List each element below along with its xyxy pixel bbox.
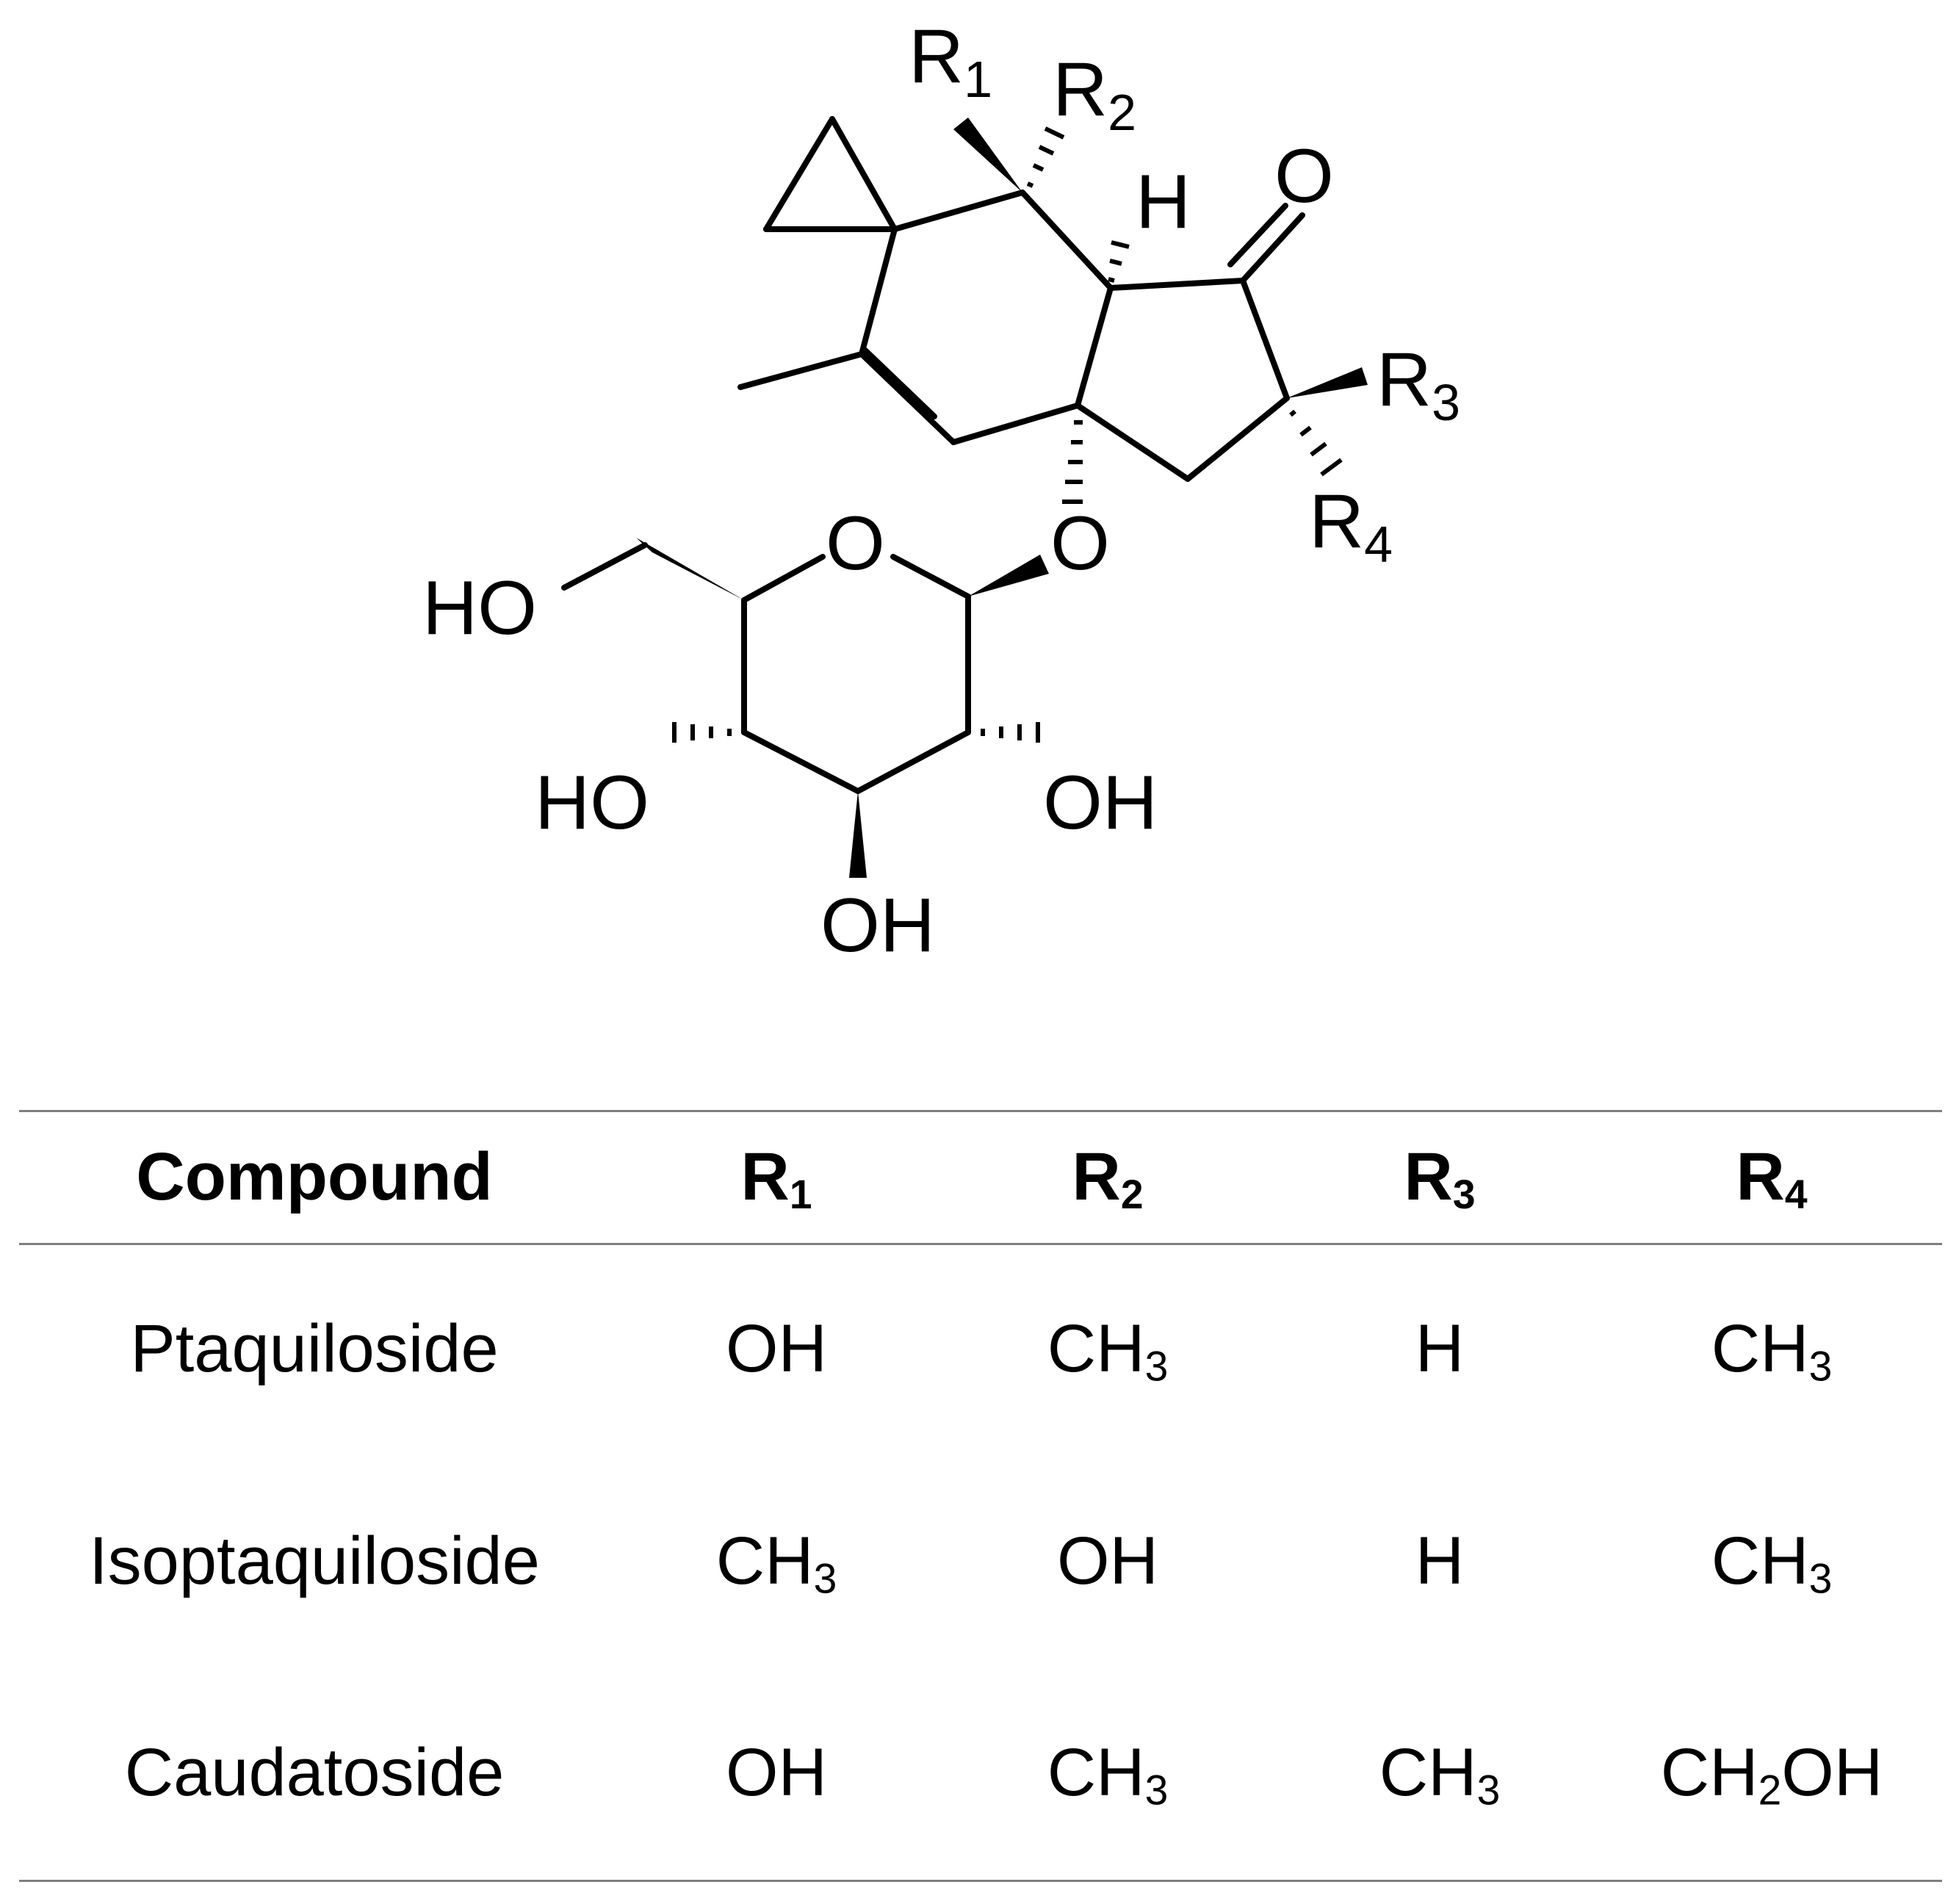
- hash-bond: [1299, 425, 1312, 437]
- wedge-bond: [953, 118, 1022, 192]
- bond: [741, 729, 861, 794]
- hash-bond: [1026, 181, 1034, 188]
- wedge-bond: [1287, 367, 1368, 398]
- table-cell-r1: OH: [726, 1311, 827, 1386]
- wedge-bonds: [636, 118, 1368, 878]
- hashed-bonds: [672, 126, 1343, 743]
- glycosidic-oxygen-label: O: [1050, 501, 1110, 586]
- bond: [1075, 285, 1114, 408]
- bond: [737, 351, 865, 390]
- h-label: H: [1136, 159, 1191, 245]
- table-cell-r3: H: [1415, 1311, 1465, 1386]
- table-cell-r2: CH3: [1047, 1735, 1169, 1814]
- header-r2: R2: [1072, 1139, 1144, 1218]
- hash-bond: [1108, 277, 1115, 283]
- r4-label: R4: [1309, 479, 1393, 573]
- table-cell-r4: CH3: [1711, 1523, 1833, 1603]
- table-cell-r4: CH3: [1711, 1311, 1833, 1391]
- bond: [1240, 278, 1290, 401]
- header-compound: Compound: [136, 1139, 493, 1214]
- table-cell-r2: OH: [1057, 1523, 1158, 1598]
- table-header-rule: [19, 1243, 1942, 1245]
- table-cell-r2: CH3: [1047, 1311, 1169, 1391]
- table-bottom-rule: [19, 1880, 1942, 1882]
- bond: [862, 347, 937, 419]
- hash-bond: [1109, 259, 1122, 266]
- bond: [1108, 278, 1246, 291]
- bond: [1227, 203, 1288, 267]
- table-cell-compound: Ptaquiloside: [130, 1311, 499, 1386]
- header-r4: R4: [1736, 1139, 1808, 1218]
- bond: [1075, 403, 1191, 482]
- table-cell-r1: OH: [726, 1735, 827, 1810]
- table-cell-r3: H: [1415, 1523, 1465, 1598]
- hash-bond: [1310, 441, 1327, 457]
- wedge-bond: [968, 555, 1049, 596]
- oh-bottom-label: OH: [820, 883, 935, 968]
- bond: [859, 351, 956, 445]
- hash-bond: [1111, 240, 1130, 249]
- table-cell-r4: CH2OH: [1660, 1735, 1883, 1814]
- ring-oxygen-label: O: [826, 501, 885, 586]
- ho-left-label: HO: [535, 760, 649, 845]
- table-cell-r3: CH3: [1379, 1735, 1501, 1814]
- hash-bond: [1044, 126, 1065, 140]
- hydroxymethyl-ho-label: HO: [422, 566, 537, 651]
- bond: [950, 403, 1080, 445]
- hash-bond: [1032, 163, 1045, 172]
- bond: [1020, 190, 1114, 291]
- bond: [763, 116, 835, 232]
- chemical-structure: R1 R2 H O R3 R4 O O HO HO OH OH: [422, 14, 1460, 968]
- r1-label: R1: [909, 14, 992, 108]
- oh-right-label: OH: [1043, 760, 1158, 845]
- table-cell-compound: Caudatoside: [124, 1735, 505, 1810]
- hash-bond: [1289, 409, 1296, 417]
- r2-label: R2: [1053, 47, 1136, 141]
- bond: [829, 116, 898, 232]
- header-r1: R1: [740, 1139, 812, 1218]
- bond: [859, 226, 898, 357]
- hash-bond: [1320, 458, 1343, 477]
- bond: [855, 729, 971, 794]
- bond: [890, 554, 971, 599]
- bond: [561, 542, 648, 591]
- bond: [1185, 395, 1290, 482]
- table-cell-compound: Isoptaquiloside: [89, 1523, 540, 1598]
- bond: [1240, 212, 1305, 284]
- r3-label: R3: [1377, 337, 1460, 431]
- table-cell-r1: CH3: [715, 1523, 837, 1603]
- atom-labels: R1 R2 H O R3 R4 O O HO HO OH OH: [422, 14, 1460, 968]
- wedge-bond: [849, 791, 867, 878]
- bond: [892, 190, 1025, 232]
- bonds: [561, 116, 1305, 794]
- table-top-rule: [19, 1110, 1942, 1112]
- ketone-oxygen-label: O: [1274, 134, 1334, 219]
- bond: [741, 554, 826, 603]
- header-r3: R3: [1404, 1139, 1476, 1218]
- hash-bond: [1038, 145, 1055, 156]
- wedge-bond: [636, 538, 744, 600]
